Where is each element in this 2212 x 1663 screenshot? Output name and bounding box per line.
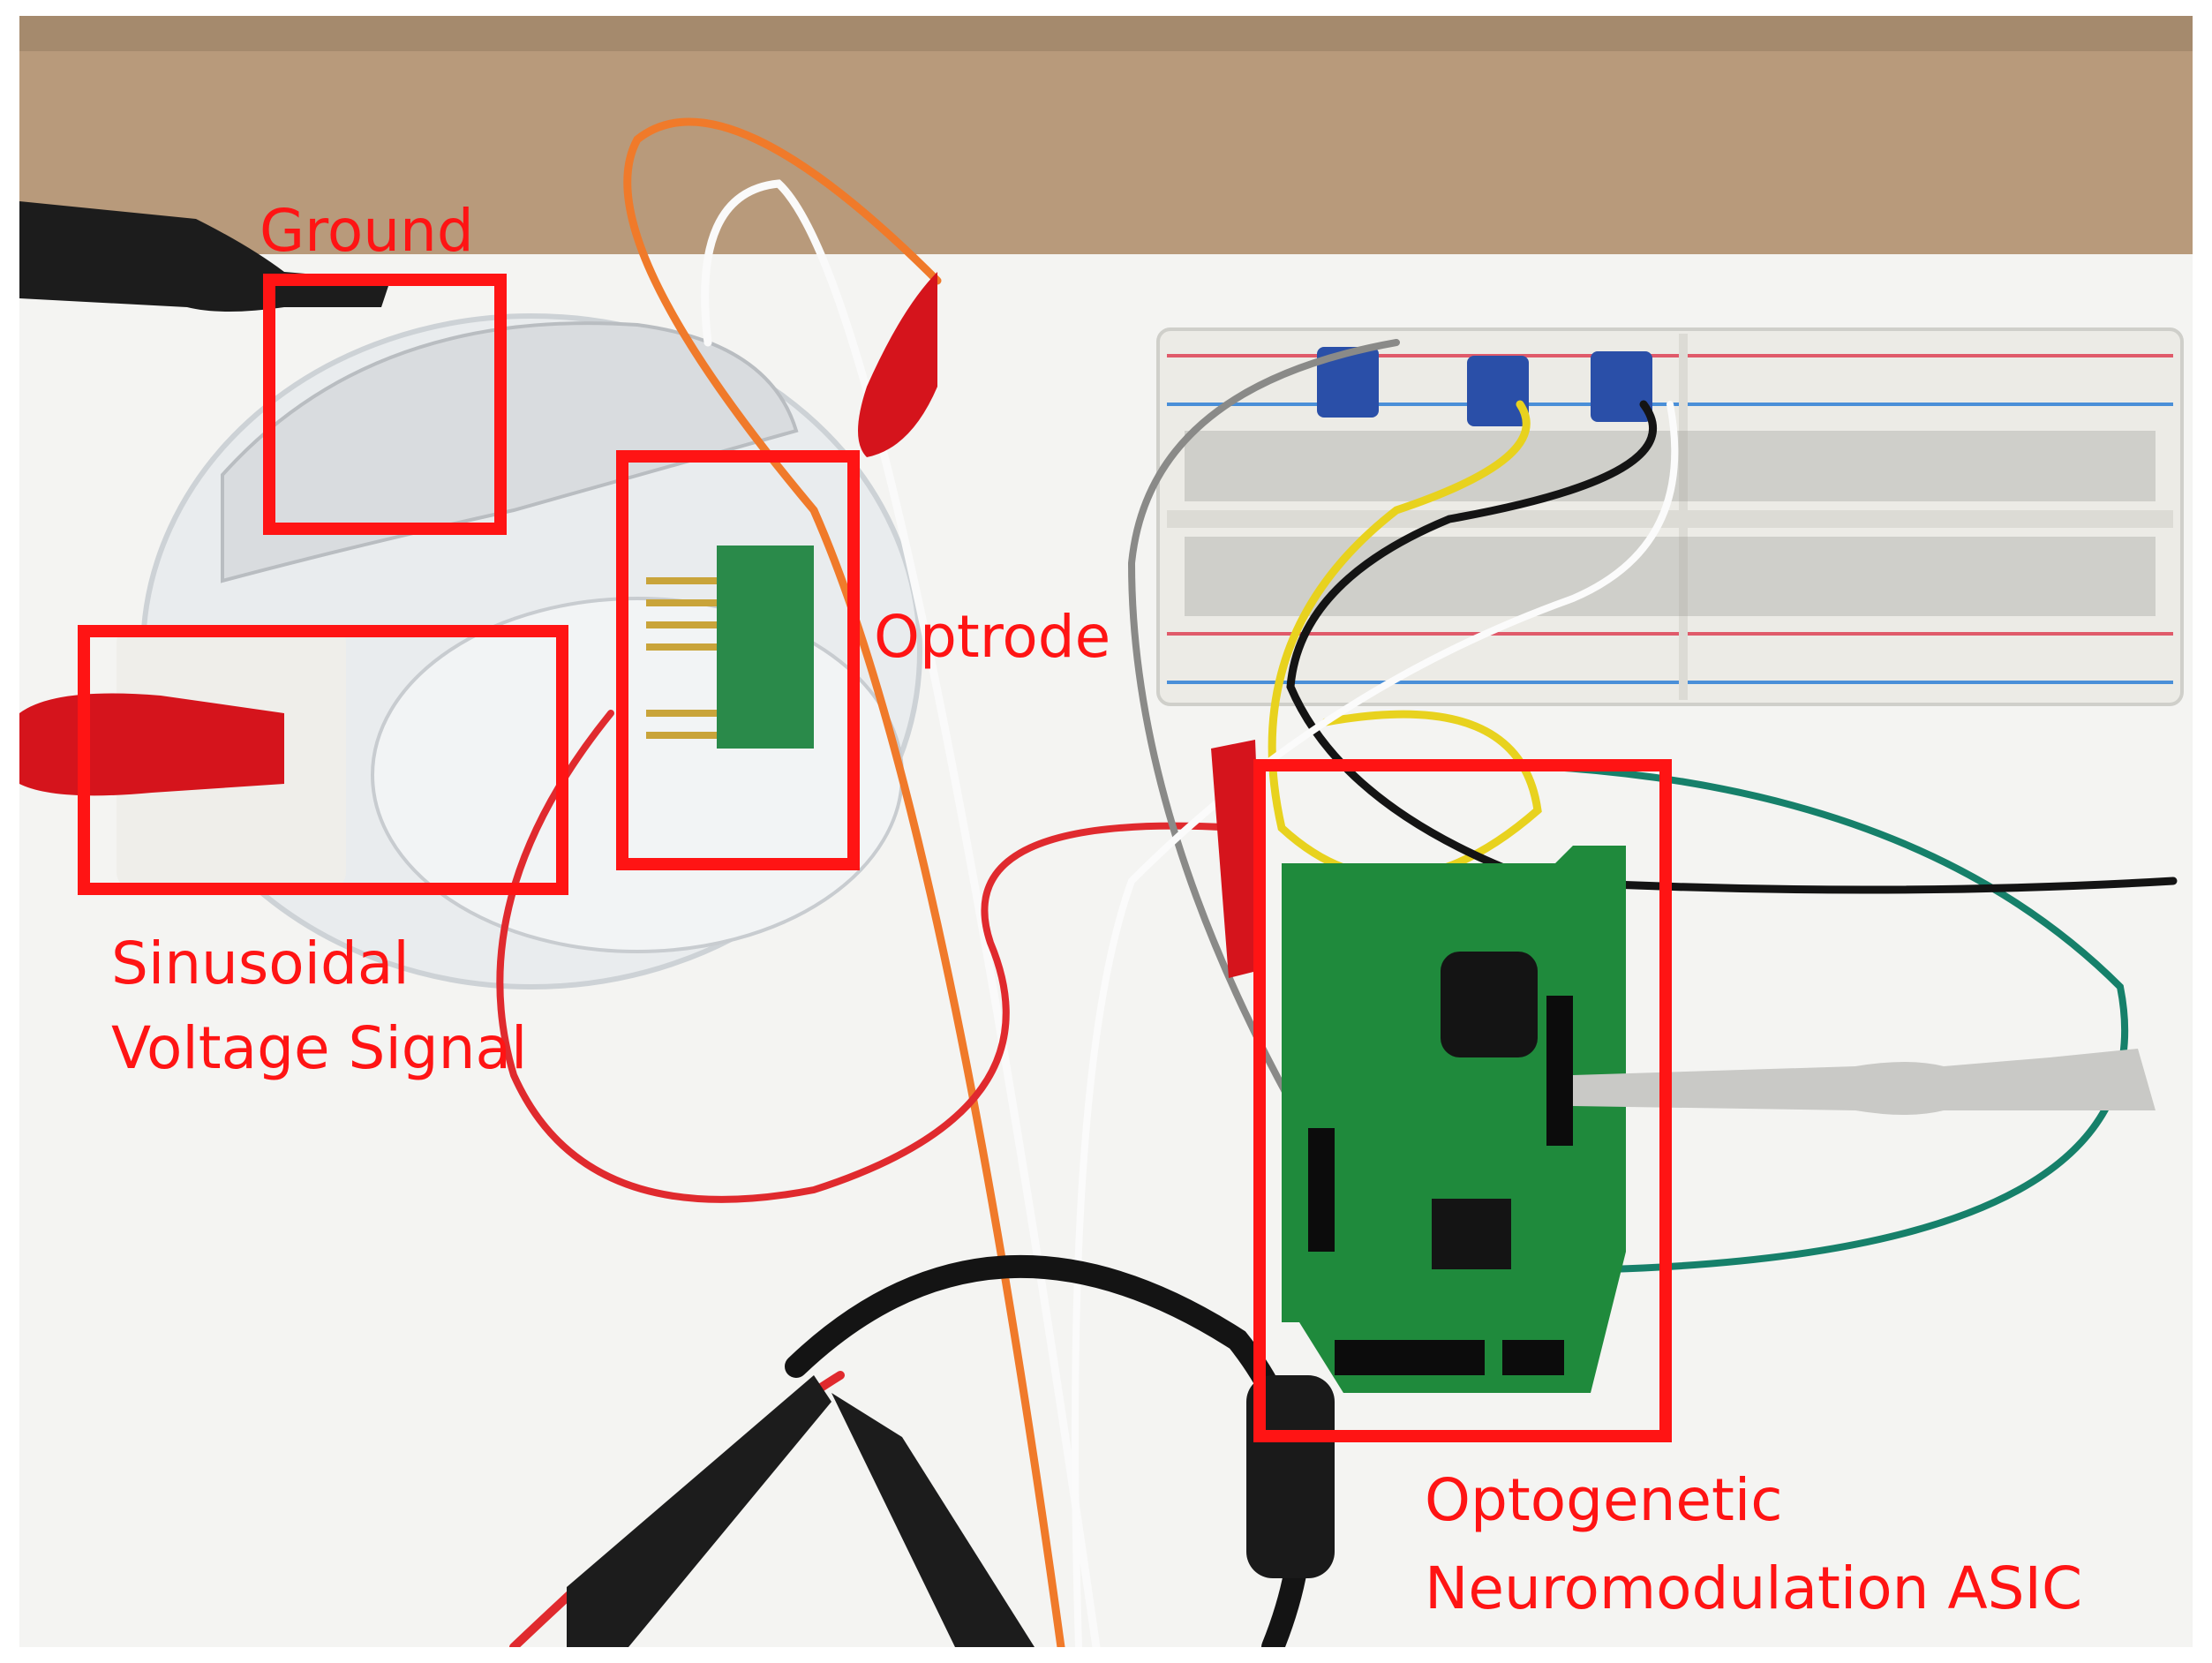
photo-frame: Ground Optrode Sinusoidal Voltage Signal…: [19, 16, 2193, 1647]
cardboard-shadow: [19, 16, 2193, 51]
optrode-box: [616, 450, 860, 870]
black-clip-left: [567, 1375, 831, 1647]
white-wire-top: [701, 179, 1101, 1647]
red-wire: [496, 710, 1241, 1203]
asic-pcb: [1282, 846, 1626, 1393]
potentiometer-3: [1591, 351, 1652, 422]
potentiometer-2: [1467, 356, 1529, 426]
signal-label-line1: Sinusoidal: [111, 929, 410, 997]
signal-box: [78, 625, 568, 895]
signal-label-line2: Voltage Signal: [111, 1014, 528, 1082]
experimental-setup-photo: [19, 16, 2193, 1647]
orange-wire: [623, 117, 1065, 1647]
pcb-chip-small: [1432, 1199, 1511, 1269]
asic-label-line1: Optogenetic: [1425, 1466, 1783, 1534]
optrode-connector: [717, 546, 814, 749]
yellow-wire: [1268, 400, 1542, 881]
red-clip-top: [858, 272, 937, 457]
cardboard-backdrop: [19, 16, 2193, 263]
asic-box: [1253, 759, 1672, 1442]
pcb-chip-large: [1441, 952, 1538, 1057]
optrode-label: Optrode: [874, 603, 1111, 671]
oscilloscope-probe: [1573, 1049, 2156, 1115]
black-connector: [1246, 1375, 1335, 1578]
black-wire: [1286, 400, 2178, 894]
breadboard: [1156, 327, 2184, 706]
potentiometer-1: [1317, 347, 1379, 418]
black-clip-right: [831, 1393, 1035, 1647]
asic-label-line2: Neuromodulation ASIC: [1425, 1554, 2083, 1622]
ground-box: [263, 274, 507, 535]
green-wire: [1340, 760, 2128, 1273]
gray-wire: [1127, 339, 1400, 1105]
red-clip-board: [1211, 740, 1264, 978]
ground-label: Ground: [260, 197, 474, 265]
